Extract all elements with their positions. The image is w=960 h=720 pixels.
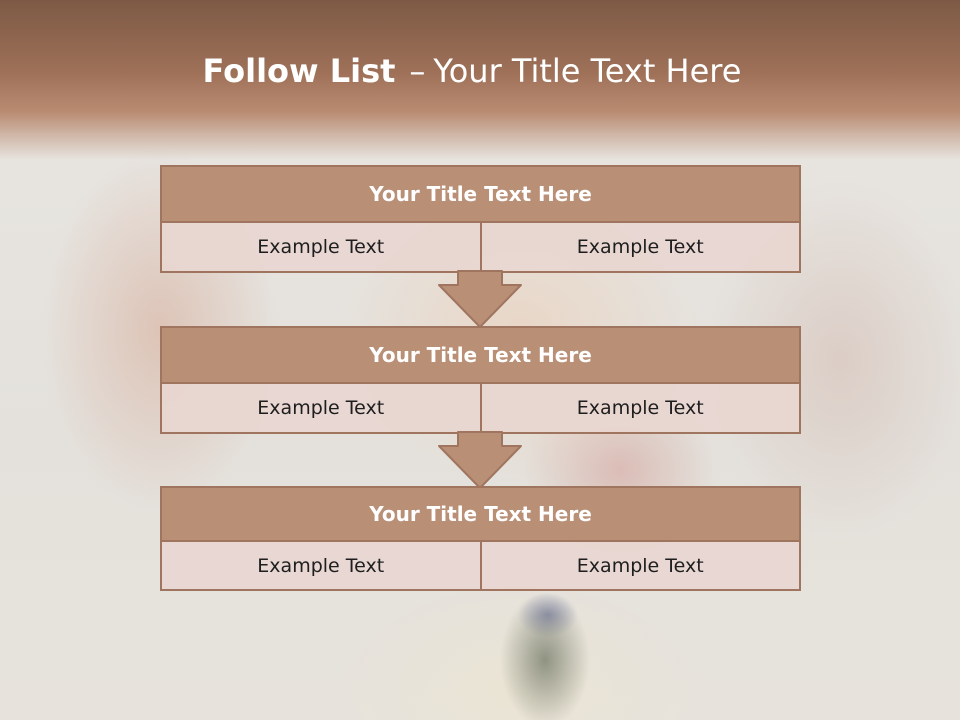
block-title[interactable]: Your Title Text Here — [160, 486, 801, 542]
block-row: Example Text Example Text — [160, 542, 801, 591]
slide-title: Follow List–Your Title Text Here — [0, 52, 944, 90]
list-block-2: Your Title Text Here Example Text Exampl… — [160, 326, 801, 434]
slide-title-separator: – — [409, 52, 426, 90]
list-block-3: Your Title Text Here Example Text Exampl… — [160, 486, 801, 591]
block-cell-right[interactable]: Example Text — [481, 384, 801, 434]
down-arrow-icon — [438, 270, 522, 328]
block-cell-left[interactable]: Example Text — [160, 223, 482, 273]
block-cell-right[interactable]: Example Text — [481, 223, 801, 273]
block-row: Example Text Example Text — [160, 223, 801, 273]
slide-title-main: Follow List — [202, 52, 396, 90]
down-arrow-icon — [438, 431, 522, 489]
slide-title-sub: Your Title Text Here — [433, 52, 742, 90]
block-row: Example Text Example Text — [160, 384, 801, 434]
block-title[interactable]: Your Title Text Here — [160, 326, 801, 384]
block-cell-right[interactable]: Example Text — [481, 542, 801, 591]
block-cell-left[interactable]: Example Text — [160, 542, 482, 591]
list-block-1: Your Title Text Here Example Text Exampl… — [160, 165, 801, 273]
block-cell-left[interactable]: Example Text — [160, 384, 482, 434]
block-title[interactable]: Your Title Text Here — [160, 165, 801, 223]
header-band — [0, 0, 960, 160]
